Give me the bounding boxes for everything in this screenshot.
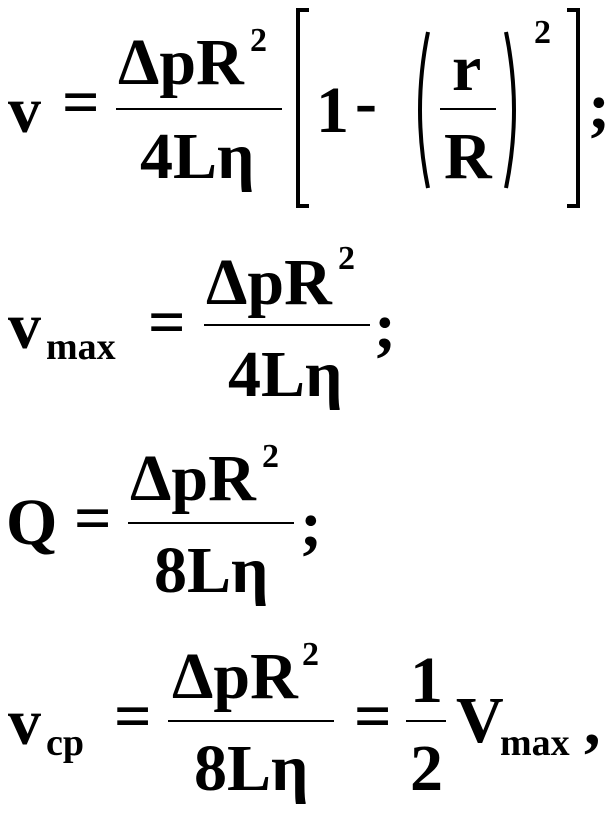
eq4-fraction-bar bbox=[168, 720, 334, 722]
eq2-lhs: v bbox=[8, 290, 41, 363]
eq1-inner-numerator: r bbox=[452, 32, 482, 105]
eq1-inner-exponent: 2 bbox=[534, 14, 551, 51]
eq2-equals: = bbox=[148, 286, 186, 359]
eq1-minus: - bbox=[355, 66, 377, 139]
eq3-equals: = bbox=[74, 482, 112, 555]
eq3-fraction-bar bbox=[128, 522, 294, 524]
eq4-lhs-subscript: cp bbox=[46, 722, 84, 764]
eq2-fraction-bar bbox=[204, 324, 370, 326]
eq2-semicolon: ; bbox=[374, 290, 396, 363]
eq1-numerator: ΔpR bbox=[118, 26, 244, 99]
eq3-denominator: 8Lη bbox=[154, 534, 269, 607]
eq4-comma: , bbox=[584, 686, 601, 759]
eq4-rhs: V bbox=[456, 684, 504, 757]
eq4-denominator: 8Lη bbox=[194, 732, 309, 805]
eq1-semicolon: ; bbox=[588, 70, 610, 143]
eq3-numerator-exponent: 2 bbox=[262, 438, 279, 475]
eq1-fraction-bar bbox=[116, 108, 282, 110]
right-square-bracket-icon bbox=[567, 8, 580, 208]
eq1-denominator: 4Lη bbox=[140, 120, 255, 193]
eq3-lhs: Q bbox=[6, 486, 58, 559]
eq4-numerator-exponent: 2 bbox=[302, 636, 319, 673]
eq2-numerator-exponent: 2 bbox=[338, 240, 355, 277]
eq4-half-fraction-bar bbox=[406, 720, 446, 722]
eq4-lhs: v bbox=[8, 686, 41, 759]
eq1-lhs: v bbox=[8, 74, 41, 147]
left-square-bracket-icon bbox=[296, 8, 309, 208]
left-parenthesis-icon bbox=[418, 31, 430, 189]
eq1-one: 1 bbox=[316, 74, 349, 147]
eq1-equals: = bbox=[62, 66, 100, 139]
eq4-half-denominator: 2 bbox=[410, 732, 443, 805]
eq4-equals-2: = bbox=[354, 680, 392, 753]
eq2-lhs-subscript: max bbox=[46, 326, 116, 368]
eq1-inner-fraction-bar bbox=[440, 108, 496, 110]
eq3-numerator: ΔpR bbox=[130, 442, 256, 515]
eq4-rhs-subscript: max bbox=[500, 722, 570, 764]
eq1-numerator-exponent: 2 bbox=[250, 22, 267, 59]
eq2-numerator: ΔpR bbox=[206, 246, 332, 319]
eq2-denominator: 4Lη bbox=[228, 338, 343, 411]
eq3-semicolon: ; bbox=[300, 488, 322, 561]
eq4-numerator: ΔpR bbox=[172, 640, 298, 713]
eq1-inner-denominator: R bbox=[444, 120, 492, 193]
eq4-equals: = bbox=[114, 680, 152, 753]
right-parenthesis-icon bbox=[504, 31, 516, 189]
eq4-half-numerator: 1 bbox=[410, 644, 443, 717]
